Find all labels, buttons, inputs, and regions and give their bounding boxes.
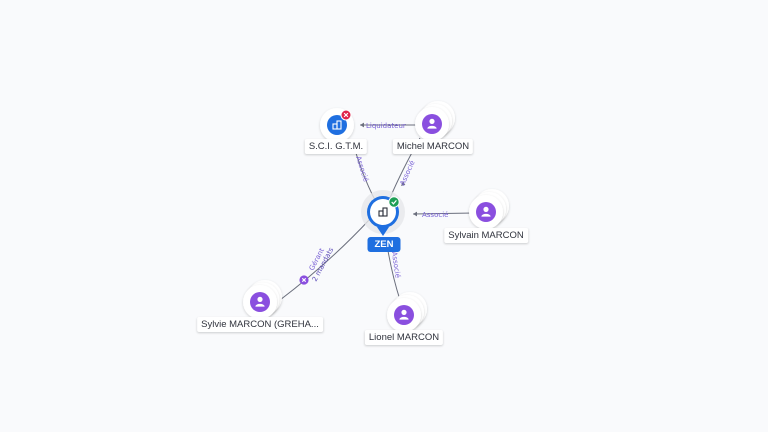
edge-label-zen-lionel: Associé <box>390 251 402 278</box>
node-label-sylvain-marcon[interactable]: Sylvain MARCON <box>444 228 528 243</box>
edge-label-liquidateur: Liquidateur <box>366 122 406 130</box>
node-label-sylvie-marcon[interactable]: Sylvie MARCON (GREHA... <box>197 317 323 332</box>
pin-tail <box>377 227 389 236</box>
node-label-sci-gtm[interactable]: S.C.I. G.T.M. <box>304 139 368 154</box>
node-sylvain-marcon[interactable] <box>469 189 509 229</box>
node-zen[interactable] <box>361 190 405 236</box>
edge-sylvie-zen[interactable] <box>279 218 371 301</box>
edge-sylvain-zen[interactable] <box>412 212 475 215</box>
arrowhead <box>360 122 364 128</box>
node-label-zen[interactable]: ZEN <box>367 237 401 252</box>
node-sylvie-marcon[interactable] <box>243 280 282 319</box>
arrowhead <box>401 181 406 186</box>
node-label-lionel-marcon[interactable]: Lionel MARCON <box>364 330 444 345</box>
arrowhead <box>413 211 417 217</box>
node-michel-marcon[interactable] <box>415 101 455 141</box>
close-icon <box>340 109 352 121</box>
check-icon <box>388 196 400 208</box>
edge-label-sylvain-zen: Associé <box>422 211 448 219</box>
node-label-michel-marcon[interactable]: Michel MARCON <box>392 139 474 154</box>
node-sci-gtm[interactable] <box>320 108 354 142</box>
node-lionel-marcon[interactable] <box>387 292 427 332</box>
edge-label-sci-zen: Associé <box>354 155 370 183</box>
mandate-marker[interactable] <box>299 275 309 285</box>
